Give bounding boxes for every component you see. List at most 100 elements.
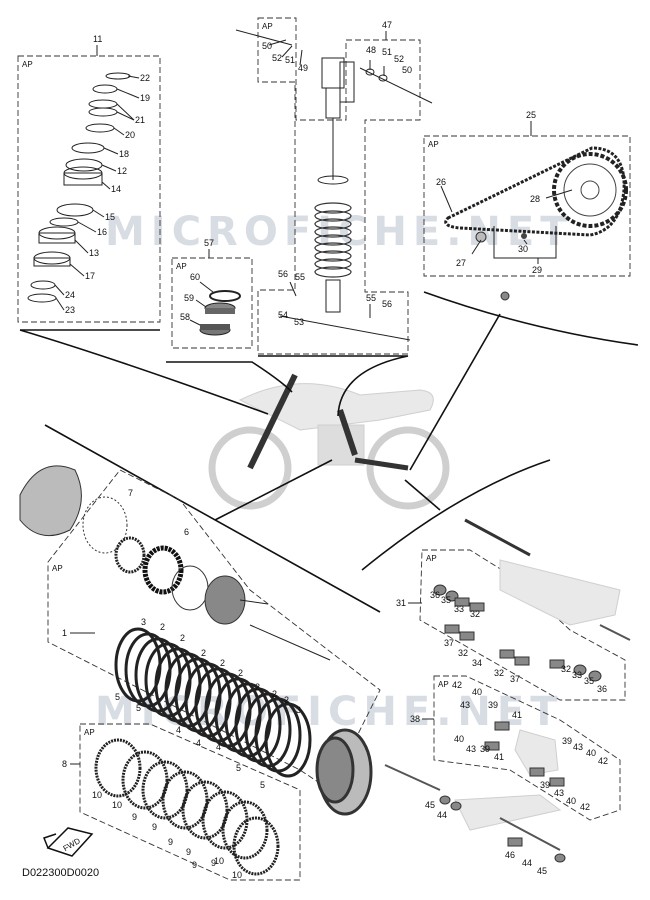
clutch-pressure-plate (142, 545, 184, 595)
swingarm-part-label: 32 (458, 648, 468, 658)
chain-part-label: 26 (436, 177, 446, 187)
relay-bolt (384, 764, 441, 791)
watermark-top: MICROFICHE.NET (105, 209, 574, 255)
swingarm-part-label: 32 (494, 668, 504, 678)
fork-part-label: 24 (65, 290, 75, 300)
swingarm-assembly-group: AP 31 36 35 33 32 37 32 34 32 37 32 33 3… (396, 518, 631, 701)
fork-part-label: 18 (119, 149, 129, 159)
clutch-ap-label: AP (52, 564, 63, 573)
rear-wheel (366, 426, 450, 510)
clutch-plate-stack (114, 627, 312, 778)
friction-box (79, 723, 301, 881)
fork-part-label: 23 (65, 305, 75, 315)
clutch-part-label: 7 (128, 488, 133, 498)
swingarm-box (419, 549, 626, 701)
fork-box (17, 55, 161, 323)
relay-part-label: 41 (512, 710, 522, 720)
relay-part-label: 44 (437, 810, 447, 820)
swingarm-part-label: 34 (472, 658, 482, 668)
relay-part-label: 39 (488, 700, 498, 710)
fork-part-label: 16 (97, 227, 107, 237)
shock-part-label: 54 (278, 310, 288, 320)
swingarm-part-label: 33 (454, 604, 464, 614)
shock-part-label: 56 (382, 299, 392, 309)
relay-part-label: 45 (425, 800, 435, 810)
friction-plate-rings (94, 738, 280, 876)
clutch-part-label: 2 (201, 648, 206, 658)
bearing-ap-label: AP (176, 262, 187, 271)
chain-sprocket-assembly-group: 25 AP 26 28 27 30 29 (423, 110, 631, 301)
bearing-part-label: 60 (190, 272, 200, 282)
shock-ap-label: AP (262, 22, 273, 31)
friction-ap-label: AP (84, 728, 95, 737)
clutch-o-ring (171, 565, 209, 611)
swingarm-bearings (433, 584, 602, 682)
swingarm-part-label: 32 (561, 664, 571, 674)
shock-leaders (268, 39, 385, 318)
friction-part-label: 10 (112, 800, 122, 810)
bearing-race-top (209, 290, 241, 302)
relay-bolt-lower (499, 817, 561, 851)
shock-part-label: 55 (295, 272, 305, 282)
shock-part-label: 48 (366, 45, 376, 55)
clutch-boss (204, 575, 246, 625)
clutch-part-label: 2 (272, 689, 277, 699)
bearing-group-label: 57 (204, 238, 214, 248)
clutch-assembly-group: AP 1 7 6 3 2 2 2 2 2 2 (19, 465, 381, 816)
relay-part-label: 40 (472, 687, 482, 697)
relay-part-label: 40 (586, 748, 596, 758)
relay-part-label: 46 (505, 850, 515, 860)
chain-ap-label: AP (428, 140, 439, 149)
clutch-group-label: 1 (62, 628, 67, 638)
shock-part-label: 55 (366, 293, 376, 303)
shock-body (235, 29, 433, 341)
fork-part-label: 22 (140, 73, 150, 83)
shock-part-label: 51 (382, 47, 392, 57)
relay-group-label: 38 (410, 714, 420, 724)
drive-chain (444, 146, 626, 237)
relay-part-label: 43 (573, 742, 583, 752)
clutch-part-label: 5 (136, 703, 141, 713)
chain-part-label: 29 (532, 265, 542, 275)
clutch-spring-plate (114, 536, 146, 574)
clutch-basket (315, 728, 373, 816)
clutch-part-label: 3 (141, 617, 146, 627)
diagram-code: D022300D0020 (22, 867, 99, 879)
clutch-part-label: 5 (115, 692, 120, 702)
swingarm-part-label: 35 (441, 595, 451, 605)
chain-part-label: 27 (456, 258, 466, 268)
relay-part-label: 39 (540, 780, 550, 790)
motorcycle-overview (208, 373, 450, 510)
friction-part-label: 10 (214, 856, 224, 866)
friction-part-label: 9 (192, 860, 197, 870)
clutch-part-label: 4 (196, 738, 201, 748)
shock-part-label: 51 (285, 55, 295, 65)
fork-part-label: 13 (89, 248, 99, 258)
swingarm-part-label: 33 (572, 670, 582, 680)
shock-part-label: 50 (262, 41, 272, 51)
fork-part-label: 12 (117, 166, 127, 176)
clutch-part-label: 6 (184, 527, 189, 537)
clutch-push-rod (239, 599, 269, 605)
clutch-cover (19, 465, 82, 537)
clutch-part-label: 2 (160, 622, 165, 632)
relay-bearings (439, 721, 566, 863)
fork-leaders (54, 75, 140, 311)
friction-plate-set-group: AP 8 10 10 9 9 9 9 9 9 10 10 (62, 723, 301, 881)
shock-group-label: 47 (382, 20, 392, 30)
bearing-part-label: 59 (184, 293, 194, 303)
clutch-part-label: 4 (216, 742, 221, 752)
relay-part-label: 45 (537, 866, 547, 876)
fork-ap-label: AP (22, 60, 33, 69)
relay-part-label: 44 (522, 858, 532, 868)
fork-part-label: 20 (125, 130, 135, 140)
bearing-part-label: 58 (180, 312, 190, 322)
fork-part-label: 17 (85, 271, 95, 281)
shock-box (257, 17, 421, 355)
callout-leaders (19, 291, 639, 613)
clutch-part-label: 5 (236, 763, 241, 773)
sprocket-bolt (521, 233, 527, 239)
bike-swingarm-highlight (354, 457, 409, 471)
fork-assembly-group: 11 AP (17, 34, 161, 323)
clutch-gasket (82, 496, 128, 554)
